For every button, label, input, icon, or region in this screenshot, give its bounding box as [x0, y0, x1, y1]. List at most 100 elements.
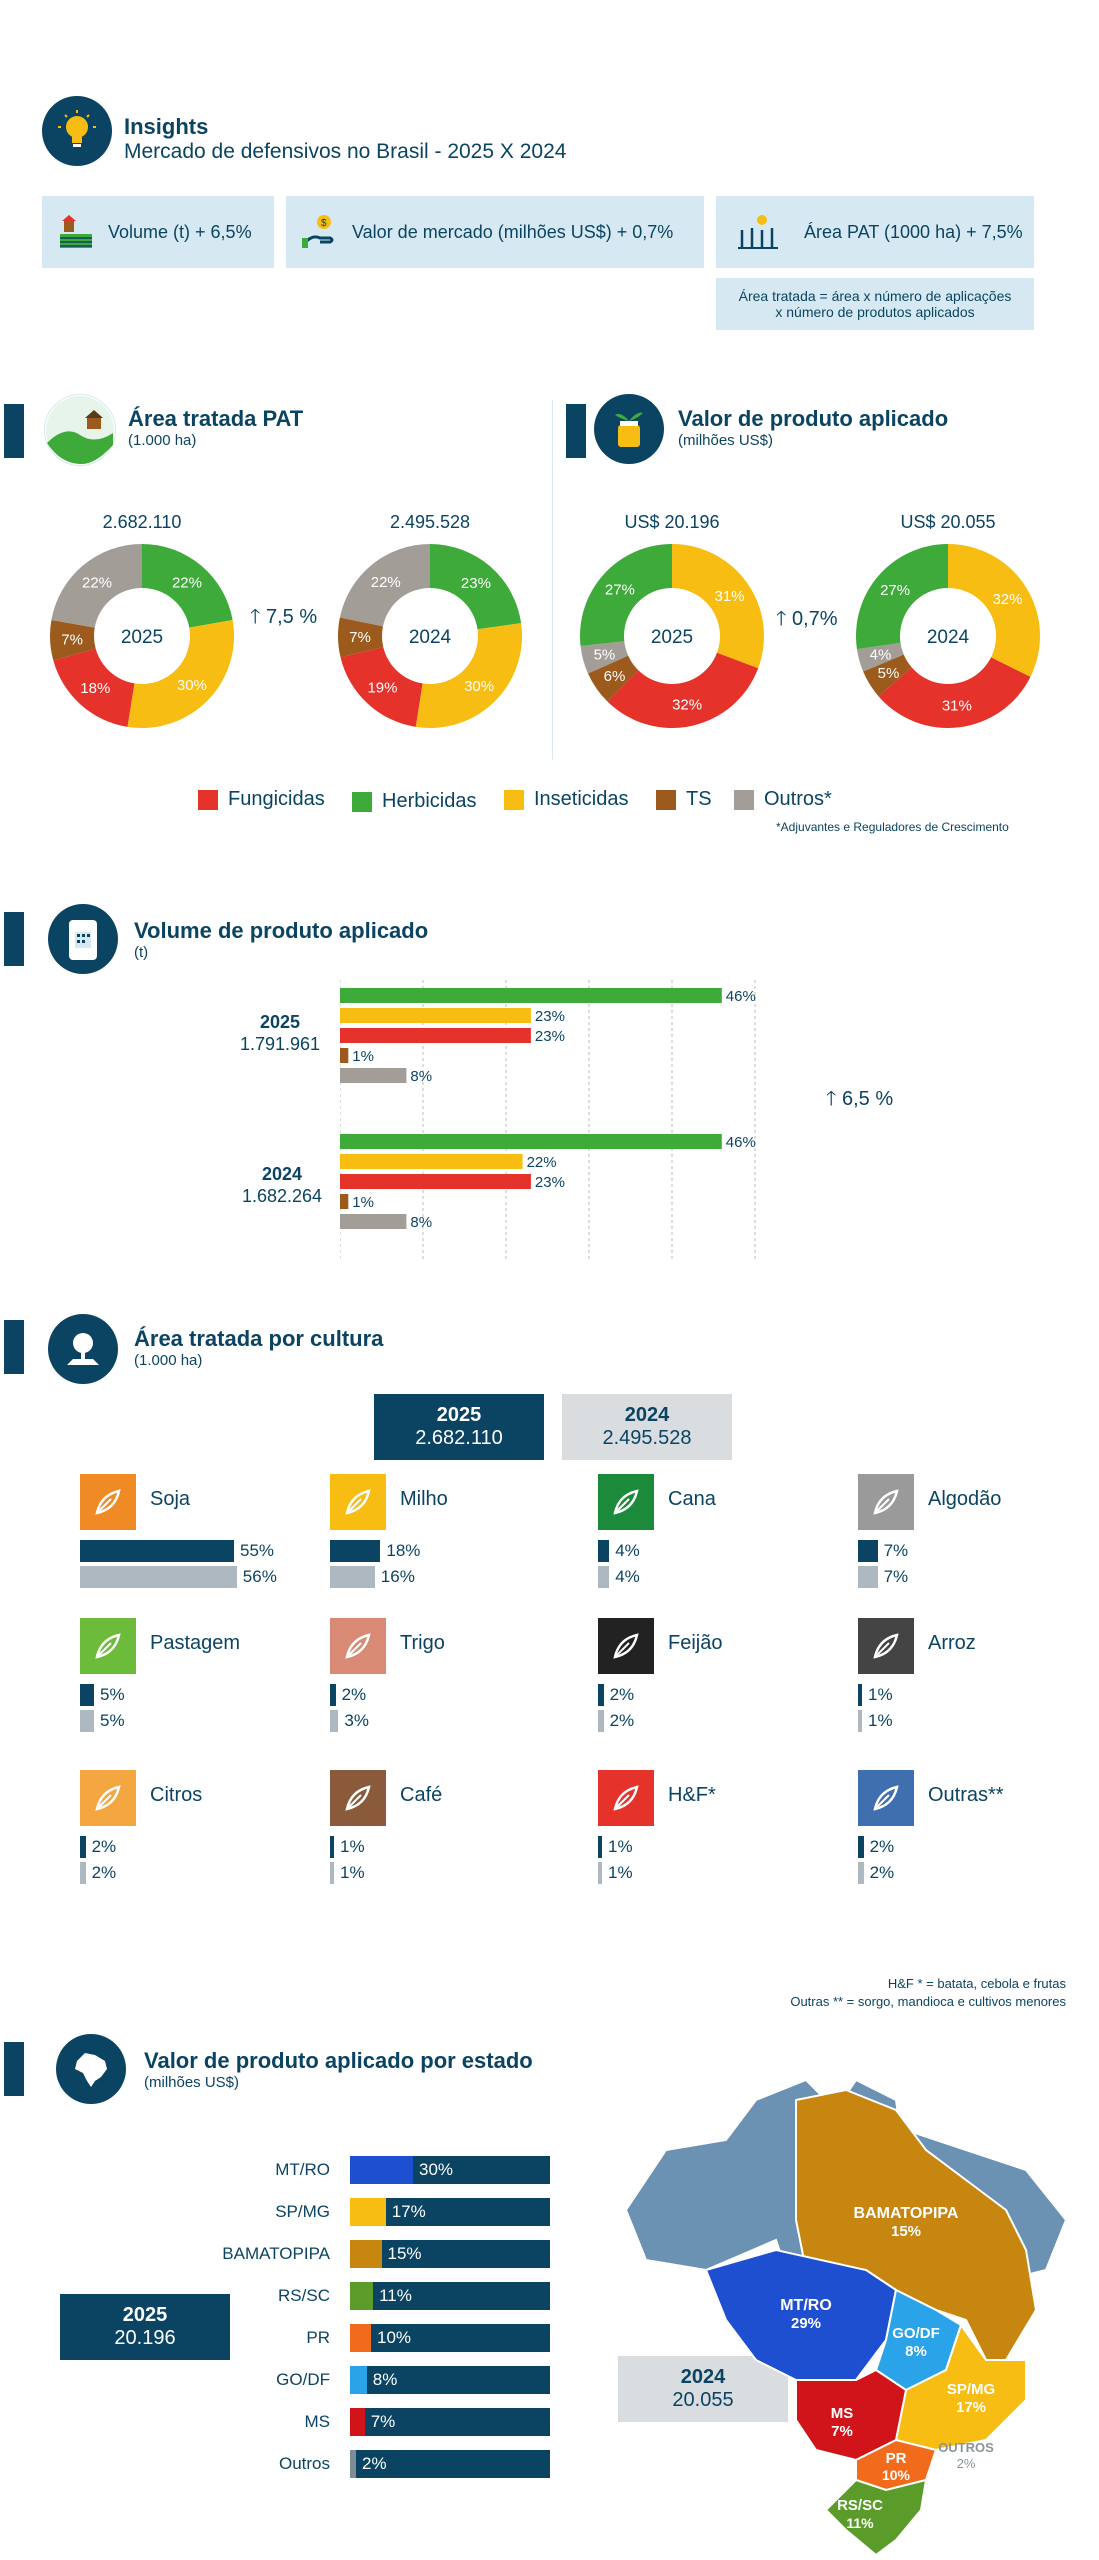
- donut-slice-inseticidas: [127, 620, 234, 728]
- crop-sun-icon: [736, 212, 780, 252]
- crop-value-2024: 5%: [100, 1711, 125, 1730]
- crop-value-2024: 1%: [608, 1863, 633, 1882]
- crop-bar-2025: [858, 1684, 862, 1706]
- donut-slice-label: 23%: [461, 575, 491, 592]
- tree-icon: [48, 1314, 118, 1384]
- state-bar-track: 11%: [350, 2282, 550, 2310]
- state-value: 17%: [391, 2202, 426, 2221]
- volume-bar-label: 1%: [352, 1194, 374, 1211]
- state-value: 11%: [379, 2286, 412, 2305]
- donut-slice-label: 30%: [464, 678, 494, 695]
- volume-bar-2025-herbicidas: [340, 988, 722, 1003]
- crop-bar-2025: [330, 1836, 334, 1858]
- crop-icon: [598, 1770, 654, 1826]
- crop-value-2024: 1%: [868, 1711, 893, 1730]
- map-label-ms: MS: [831, 2405, 854, 2422]
- crop-icon: [330, 1474, 386, 1530]
- estado-2024-total: 20.055: [672, 2389, 734, 2411]
- map-label-bamatopipa: BAMATOPIPA: [854, 2205, 959, 2222]
- donut-center-year: 2024: [409, 627, 452, 648]
- state-value: 15%: [387, 2244, 422, 2263]
- donut-slice-label: 6%: [604, 668, 626, 685]
- state-bar-fill: [350, 2408, 365, 2436]
- brazil-map: BAMATOPIPA 15% MT/RO 29% GO/DF 8% SP/MG …: [624, 2078, 1068, 2557]
- pat-2025-total: 2.682.110: [102, 512, 182, 532]
- brazil-map-icon: [56, 2034, 126, 2104]
- cultura-footnote-2: Outras ** = sorgo, mandioca e cultivos m…: [790, 1994, 1066, 2009]
- state-bar-fill: [350, 2450, 356, 2478]
- svg-text:$: $: [321, 218, 327, 229]
- crop-bar-2024: [330, 1710, 339, 1732]
- crop-bar-2024: [598, 1566, 610, 1588]
- map-label-go-df: GO/DF: [892, 2325, 940, 2342]
- donut-slice-outros: [856, 642, 904, 672]
- vertical-divider: [552, 400, 553, 760]
- state-label: MT/RO: [275, 2160, 330, 2179]
- crop-name: H&F*: [668, 1784, 716, 1806]
- donut-slice-label: 31%: [714, 588, 744, 605]
- volume-bar-2025-outros: [340, 1068, 407, 1083]
- crop-value-2024: 2%: [869, 1863, 895, 1882]
- field-house-icon: [44, 394, 116, 466]
- crop-bar-2025: [858, 1540, 878, 1562]
- donut-slice-herbicidas: [856, 544, 948, 650]
- state-label: RS/SC: [278, 2286, 330, 2305]
- crop-icon: [598, 1618, 654, 1674]
- crop-value-2024: 7%: [883, 1567, 909, 1586]
- volume-bar-2024-inseticidas: [340, 1154, 523, 1169]
- crop-bar-2025: [858, 1836, 864, 1858]
- donut-slice-label: 27%: [880, 582, 910, 599]
- legend-ts-label: TS: [686, 788, 712, 810]
- crop-name: Cana: [668, 1488, 716, 1510]
- donut-slice-outros: [339, 544, 430, 627]
- volume-bar-label: 23%: [535, 1008, 565, 1025]
- donut-slice-label: 27%: [605, 581, 635, 598]
- volume-2025-year: 2025: [259, 1012, 301, 1032]
- crop-bar-2024: [80, 1862, 86, 1884]
- volume-bar-2024-outros: [340, 1214, 407, 1229]
- crop-value-2025: 2%: [341, 1685, 367, 1704]
- state-bar-track: 7%: [350, 2408, 550, 2436]
- donut-center-year: 2025: [121, 627, 163, 648]
- kpi-volume-label: Volume (t) + 6,5%: [108, 221, 252, 242]
- crop-bar-2024: [598, 1710, 604, 1732]
- donut-slice-fungicidas: [53, 648, 135, 727]
- state-value: 7%: [370, 2412, 396, 2431]
- crop-value-2025: 5%: [100, 1685, 125, 1704]
- estado-2024-box: 2024 20.055: [618, 2356, 788, 2422]
- crop-bar-2025: [598, 1684, 604, 1706]
- crop-bar-2025: [80, 1684, 94, 1706]
- cultura-2024-year: 2024: [624, 1404, 670, 1426]
- crop-bar-2024: [330, 1862, 334, 1884]
- map-pct-mt-ro: 29%: [791, 2315, 821, 2332]
- volume-bar-label: 8%: [410, 1068, 432, 1085]
- legend-herbicidas-label: Herbicidas: [382, 790, 477, 812]
- jar-plant-icon: [594, 394, 664, 464]
- donut-slice-herbicidas: [430, 544, 522, 630]
- crop-name: Soja: [150, 1488, 191, 1510]
- valor-arrow: 🡑 0,7%: [776, 604, 838, 638]
- volume-subtitle: (t): [134, 944, 149, 961]
- donut-slice-outros: [580, 641, 629, 674]
- donut-slice-label: 22%: [371, 574, 401, 591]
- donut-slice-inseticidas: [672, 544, 764, 669]
- crop-bar-2024: [858, 1566, 878, 1588]
- donut-slice-label: 22%: [172, 574, 202, 591]
- cultura-2025-total: 2.682.110: [415, 1427, 503, 1449]
- up-arrow-icon: 🡑: [250, 606, 261, 628]
- legend-inseticidas: Inseticidas: [504, 788, 629, 811]
- crop-value-2025: 1%: [868, 1685, 893, 1704]
- legend-fungicidas-label: Fungicidas: [228, 788, 325, 810]
- donut-slice-ts: [338, 617, 384, 658]
- volume-2024-total: 1.682.264: [241, 1186, 323, 1206]
- valor-2024-total: US$ 20.055: [900, 512, 996, 532]
- cultura-2025-year: 2025: [436, 1404, 482, 1426]
- crop-bar-2025: [330, 1540, 381, 1562]
- pat-note-line2: x número de produtos aplicados: [775, 304, 975, 320]
